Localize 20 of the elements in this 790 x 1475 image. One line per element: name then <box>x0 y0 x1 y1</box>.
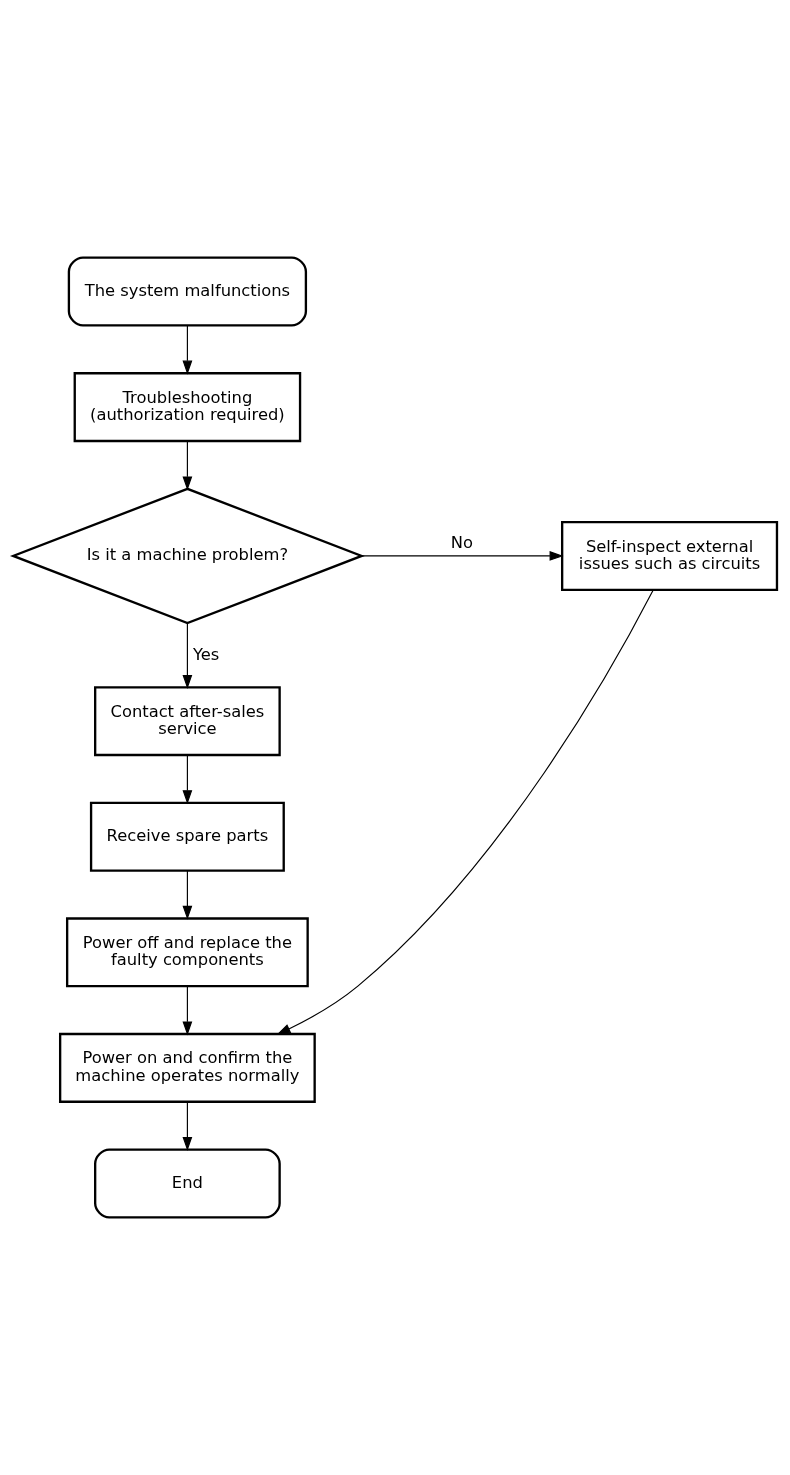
node-box: Troubleshooting (authorization required) <box>73 372 302 443</box>
node-box: End <box>94 1148 281 1219</box>
edge-label: No <box>450 533 474 553</box>
node-box: Contact after-sales service <box>94 686 281 757</box>
arrow <box>182 440 193 491</box>
node-box: Self-inspect external issues such as circuits <box>561 520 779 591</box>
arrow <box>361 551 564 561</box>
node-box: The system malfunctions <box>67 256 308 327</box>
edge-label: Yes <box>192 644 220 664</box>
arrow <box>182 870 193 920</box>
arrow <box>182 754 193 805</box>
node-box: Power on and confirm the machine operates normally <box>59 1032 316 1103</box>
arrow <box>182 1101 193 1151</box>
arrow <box>182 622 193 690</box>
arrow <box>182 324 193 375</box>
arrow <box>276 589 654 1035</box>
node-box: Receive spare parts <box>89 801 285 872</box>
node-diamond: Is it a machine problem? <box>9 487 365 625</box>
node-box: Power off and replace the faulty components <box>66 917 309 988</box>
arrow <box>182 985 193 1036</box>
